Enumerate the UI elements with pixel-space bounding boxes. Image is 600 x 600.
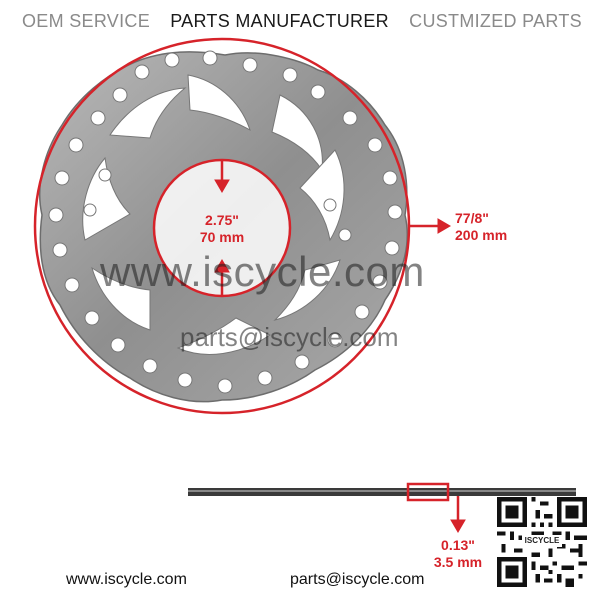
qr-logo-label: ISCYCLE xyxy=(522,535,562,547)
outer-diameter-mm: 200 mm xyxy=(455,227,508,243)
thickness-mm: 3.5 mm xyxy=(433,554,483,570)
header-parts-manufacturer: PARTS MANUFACTURER xyxy=(170,10,389,31)
rotor-holes xyxy=(48,50,403,394)
outer-dimension-arrow xyxy=(409,218,451,234)
thickness-label: 0.13" 3.5 mm xyxy=(426,537,490,571)
inner-dimension-arrow-up xyxy=(214,259,230,296)
watermark-site: www.iscycle.com xyxy=(100,248,425,295)
thickness-inch: 0.13" xyxy=(441,537,475,553)
footer-website[interactable]: www.iscycle.com xyxy=(66,571,187,588)
inner-diameter-label: 2.75" 70 mm xyxy=(184,212,260,246)
inner-diameter-inch: 2.75" xyxy=(205,212,239,228)
footer-email[interactable]: parts@iscycle.com xyxy=(290,571,425,588)
header-bar: OEM SERVICE PARTS MANUFACTURER CUSTMIZED… xyxy=(0,8,600,34)
header-oem-service: OEM SERVICE xyxy=(22,10,150,31)
rotor-slots xyxy=(82,74,345,355)
outer-diameter-label: 77/8" 200 mm xyxy=(455,210,527,244)
outer-diameter-inch: 77/8" xyxy=(455,210,489,226)
rotor-side-profile xyxy=(188,482,576,502)
inner-dimension-arrow xyxy=(214,160,230,193)
watermark-email: parts@iscycle.com xyxy=(180,322,399,352)
inner-diameter-mm: 70 mm xyxy=(199,229,245,245)
header-customized-parts: CUSTMIZED PARTS xyxy=(409,10,582,31)
thickness-arrow xyxy=(450,496,466,533)
